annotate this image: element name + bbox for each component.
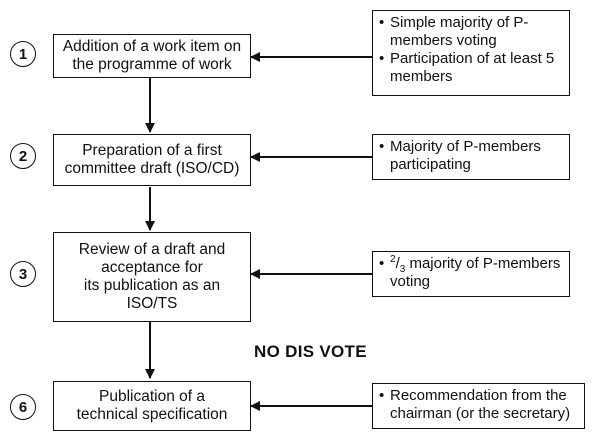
step-3-line-2: acceptance for <box>101 259 203 276</box>
step-2-line-1: Preparation of a first <box>82 142 222 159</box>
step-6-line-2: technical specification <box>76 406 228 423</box>
step-3-line-1: Review of a draft and <box>78 241 226 258</box>
step-6-line-1: Publication of a <box>99 388 205 405</box>
step-box-2: Preparation of a first committee draft (… <box>53 134 251 186</box>
condition-box-6: Recommendation from the chairman (or the… <box>372 383 585 429</box>
step-number-2: 2 <box>10 143 36 169</box>
condition-1-item-1: Simple majority of P-members voting <box>379 14 563 50</box>
step-number-1: 1 <box>10 41 36 67</box>
condition-box-2: Majority of P-members participating <box>372 134 570 180</box>
step-number-3: 3 <box>10 261 36 287</box>
condition-3-item-1: 2/3 majority of P-members voting <box>379 255 563 291</box>
step-box-1: Addition of a work item on the programme… <box>53 34 251 78</box>
step-2-line-2: committee draft (ISO/CD) <box>64 160 240 177</box>
step-box-6: Publication of a technical specification <box>53 381 251 431</box>
step-3-line-4: ISO/TS <box>126 295 178 312</box>
condition-6-item-1: Recommendation from the chairman (or the… <box>379 387 578 423</box>
step-box-3: Review of a draft and acceptance for its… <box>53 232 251 322</box>
condition-1-item-2: Participation of at least 5 members <box>379 50 563 86</box>
condition-box-1: Simple majority of P-members voting Part… <box>372 10 570 96</box>
no-dis-vote-label: NO DIS VOTE <box>254 342 367 361</box>
fraction-numerator: 2 <box>390 254 396 265</box>
condition-3-text: majority of P-members voting <box>390 255 561 290</box>
condition-2-item-1: Majority of P-members participating <box>379 138 563 174</box>
fraction-denominator: 3 <box>399 264 406 275</box>
step-1-line-2: the programme of work <box>72 56 232 73</box>
step-3-line-3: its publication as an <box>83 277 221 294</box>
condition-box-3: 2/3 majority of P-members voting <box>372 251 570 297</box>
step-1-line-1: Addition of a work item on <box>62 38 242 55</box>
step-number-6: 6 <box>10 394 36 420</box>
